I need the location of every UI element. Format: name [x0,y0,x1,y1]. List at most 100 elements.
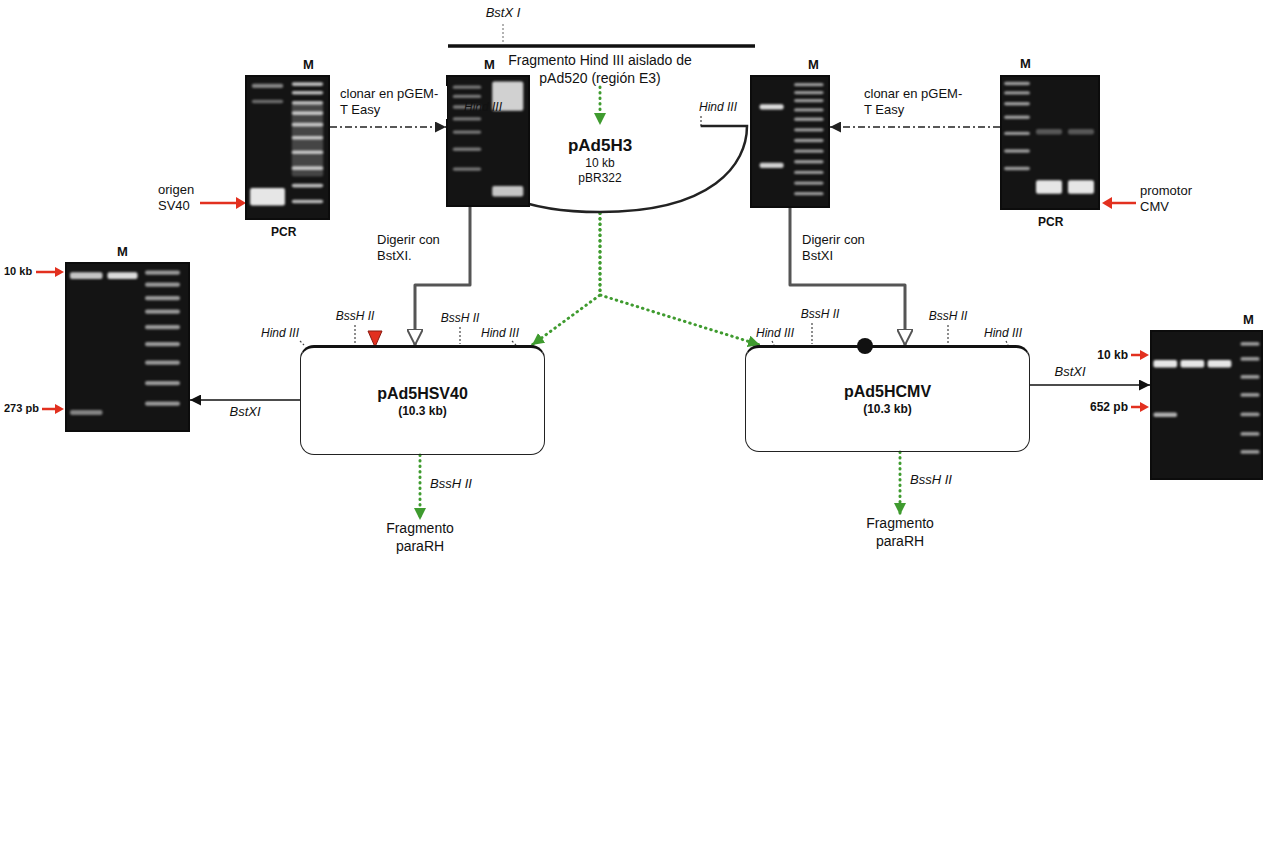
gel-band [292,200,323,204]
gel-band [1240,413,1259,417]
plasmid-name: pAd5HSV40 [377,384,468,404]
connector-arrow [419,455,422,520]
gel-band [292,111,323,115]
gel-image: M [446,75,530,207]
gel-band [292,104,323,177]
gel-band [453,117,482,120]
edge-label: BssH II [428,476,474,492]
gel-ground [67,264,188,430]
edge-label: BssH II [908,472,954,488]
gel-ground [1152,332,1261,478]
gel-band [1004,116,1030,119]
marker-lane: M [1243,312,1254,328]
connector-arrow [330,126,446,127]
gel-band [1004,102,1030,105]
gel-band [292,123,323,127]
product-label: Fragmento paraRH [855,515,945,550]
marker-lane: M [303,57,314,73]
gel-caption: PCR [1038,215,1063,230]
gel-band [70,410,103,415]
gel-band [1153,360,1177,368]
gel-band [292,150,323,154]
pointer-arrow [36,271,56,274]
gel-band [252,84,283,88]
gel-band [1240,375,1259,379]
marker-lane: M [1020,56,1031,72]
edge-label: clonar en pGEM-T Easy [862,86,971,119]
gel-band [145,361,180,365]
gel-band [252,100,283,104]
gel-band [250,188,285,205]
restriction-site: BssH II [441,311,480,325]
gel-band [794,99,824,102]
gel-band [794,171,824,174]
gel-ground [245,75,330,220]
plasmid-name: pAd5HCMV [844,382,931,402]
product-name: Fragmento paraRH [855,515,945,550]
gel-image: M [65,262,190,432]
restriction-site: Hind III [984,326,1022,340]
gel-ground [1002,77,1098,208]
restriction-site: BssH II [336,309,375,323]
edge-label: Digerir con BstXI [800,232,892,265]
site-tick [700,116,701,126]
fragment-bar [448,44,755,48]
gel-band [292,91,323,95]
gel-band [1240,432,1259,436]
gel-band [145,282,180,286]
gel-caption: PCR [271,225,296,240]
product-label: Fragmento paraRH [375,520,465,555]
gel-band [760,104,784,109]
gel-picture [446,75,530,207]
connector-arrow [600,213,760,345]
restriction-site: BssH II [801,307,840,321]
size-marker: 652 pb [1090,400,1128,414]
pointer-head [1140,350,1149,360]
insert-name: origen SV40 [158,182,208,213]
gel-ground [65,262,190,432]
gel-ground [448,77,528,205]
gel-band [794,139,824,142]
gel-band [1004,167,1030,170]
marker-lane: M [484,57,495,73]
gel-band [794,192,824,195]
gel-band [70,272,103,279]
gel-band [1004,91,1030,94]
gel-band [1181,360,1205,368]
pointer-head [1140,402,1149,412]
connector-arrow [790,208,905,345]
edge-label: BstXI [1052,364,1087,380]
gel-ground [752,77,828,206]
gel-band [1068,129,1094,134]
product-name: Fragmento paraRH [375,520,465,555]
site-tick [503,24,504,44]
connector-arrow [899,452,902,515]
recombinant-plasmid: pAd5HSV40(10.3 kb) [300,345,545,455]
marker-lane: M [808,57,819,73]
pointer-head [55,267,64,277]
gel-band [1036,129,1062,134]
connector-arrow [830,126,1000,127]
size-marker: 10 kb [1097,348,1128,362]
gel-image: MPCR [1000,75,1100,210]
plasmid-size: (10.3 kb) [398,404,447,419]
connector-arrow [532,213,600,345]
gel-band [1068,180,1094,194]
site-tick [354,325,355,344]
gel-picture [1150,330,1263,480]
gel-band [1004,149,1030,152]
gel-band [1240,450,1259,454]
restriction-site: Hind III [464,100,502,114]
gel-band [145,310,180,314]
gel-band [794,108,824,111]
gel-band [145,401,180,405]
gel-band [794,91,824,94]
gel-ground [247,77,328,218]
gel-band [794,128,824,131]
gel-band [292,82,323,86]
gel-band [145,325,180,329]
insert-name: promotor CMV [1140,183,1206,214]
gel-band [794,160,824,163]
pointer-arrow [1110,202,1136,205]
gel-band [453,148,482,151]
